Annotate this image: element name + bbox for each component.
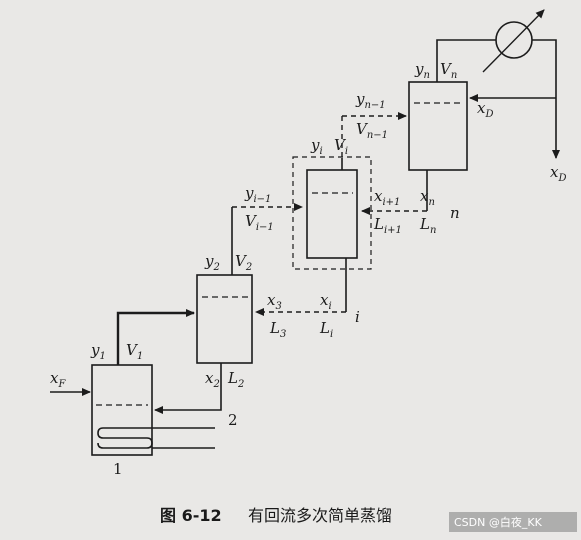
stage-vessel-n xyxy=(408,81,468,171)
l3-label: L3 xyxy=(269,319,286,340)
x-i-plus-1-label: xi+1 xyxy=(374,187,400,208)
l2-label: L2 xyxy=(227,369,244,390)
x2-label: x2 xyxy=(205,369,220,390)
vapor-line-v2 xyxy=(231,203,303,275)
y1-label: y1 xyxy=(90,341,106,362)
ln-label: Ln xyxy=(419,215,436,236)
v-n-minus-1-label: Vn−1 xyxy=(356,120,388,141)
yi-label: yi xyxy=(310,136,323,157)
watermark-background xyxy=(449,512,577,532)
xi-label: xi xyxy=(320,291,332,312)
v2-label: V2 xyxy=(235,252,252,273)
liquid-return-l2 xyxy=(154,363,222,414)
v1-label: V1 xyxy=(126,341,143,362)
heating-coil xyxy=(97,427,215,449)
xd-reflux-label: xD xyxy=(477,99,494,120)
feed-label: xF xyxy=(50,369,66,390)
y2-label: y2 xyxy=(204,252,220,273)
vapor-line-v1 xyxy=(116,309,195,365)
distillate-line xyxy=(469,39,560,159)
vapor-line-vn xyxy=(436,39,496,82)
y-n-minus-1-label: yn−1 xyxy=(355,90,386,111)
stage-i-index: i xyxy=(355,308,360,326)
still-number: 1 xyxy=(113,460,123,478)
xn-label: xn xyxy=(420,187,435,208)
xd-product-label: xD xyxy=(550,163,567,184)
vn-label: Vn xyxy=(440,60,457,81)
stage-n-index: n xyxy=(450,204,460,222)
l-i-plus-1-label: Li+1 xyxy=(373,215,402,236)
li-label: Li xyxy=(319,319,333,340)
stage-vessel-i xyxy=(292,156,372,270)
yn-label: yn xyxy=(414,60,430,81)
still-vessel-1 xyxy=(91,364,153,456)
x3-label: x3 xyxy=(267,291,282,312)
watermark-text: CSDN @白夜_KK xyxy=(454,515,543,529)
stage-vessel-2 xyxy=(196,274,253,364)
vi-label: Vi xyxy=(334,136,348,157)
condenser-icon xyxy=(482,9,545,73)
figure-title: 有回流多次简单蒸馏 xyxy=(248,506,392,525)
stage-2-number: 2 xyxy=(228,411,238,429)
y-i-minus-1-label: yi−1 xyxy=(244,184,271,205)
figure-number: 图 6-12 xyxy=(160,506,222,525)
vapor-line-vi xyxy=(341,112,407,170)
v-i-minus-1-label: Vi−1 xyxy=(245,212,274,233)
